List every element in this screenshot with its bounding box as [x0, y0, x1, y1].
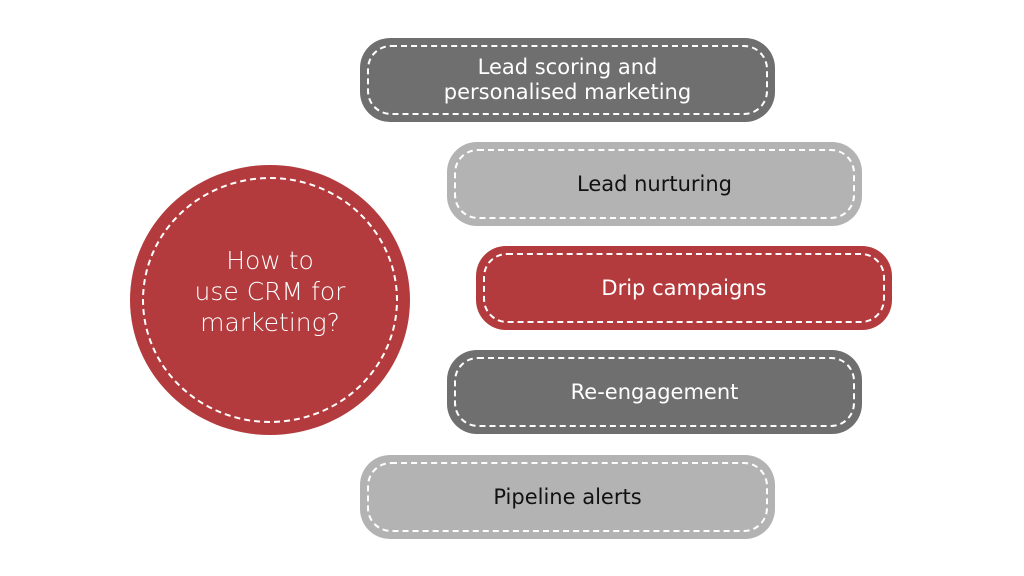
item-label: Drip campaigns	[601, 275, 767, 300]
center-line-3: marketing?	[200, 308, 340, 337]
dashed-border	[367, 462, 768, 532]
dashed-border	[142, 177, 398, 423]
item-label-line-1: Lead scoring and	[477, 55, 658, 79]
dashed-border	[483, 253, 885, 323]
item-lead-nurturing: Lead nurturing	[447, 142, 862, 226]
central-question-circle: How to use CRM for marketing?	[130, 165, 410, 435]
dashed-border	[454, 149, 855, 219]
center-line-1: How to	[226, 246, 314, 275]
item-label: Lead scoring and personalised marketing	[360, 38, 775, 122]
item-drip-campaigns: Drip campaigns	[476, 246, 892, 330]
item-label: Pipeline alerts	[493, 484, 642, 509]
item-label-line-2: personalised marketing	[443, 80, 692, 104]
central-question-text: How to use CRM for marketing?	[130, 245, 410, 338]
item-label: Lead nurturing	[576, 171, 733, 196]
dashed-border	[367, 45, 768, 115]
item-lead-scoring: Lead scoring and personalised marketing	[360, 38, 775, 122]
item-label: Re-engagement	[570, 379, 739, 404]
item-re-engagement: Re-engagement	[447, 350, 862, 434]
dashed-border	[454, 357, 855, 427]
center-line-2: use CRM for	[194, 277, 346, 306]
item-pipeline-alerts: Pipeline alerts	[360, 455, 775, 539]
